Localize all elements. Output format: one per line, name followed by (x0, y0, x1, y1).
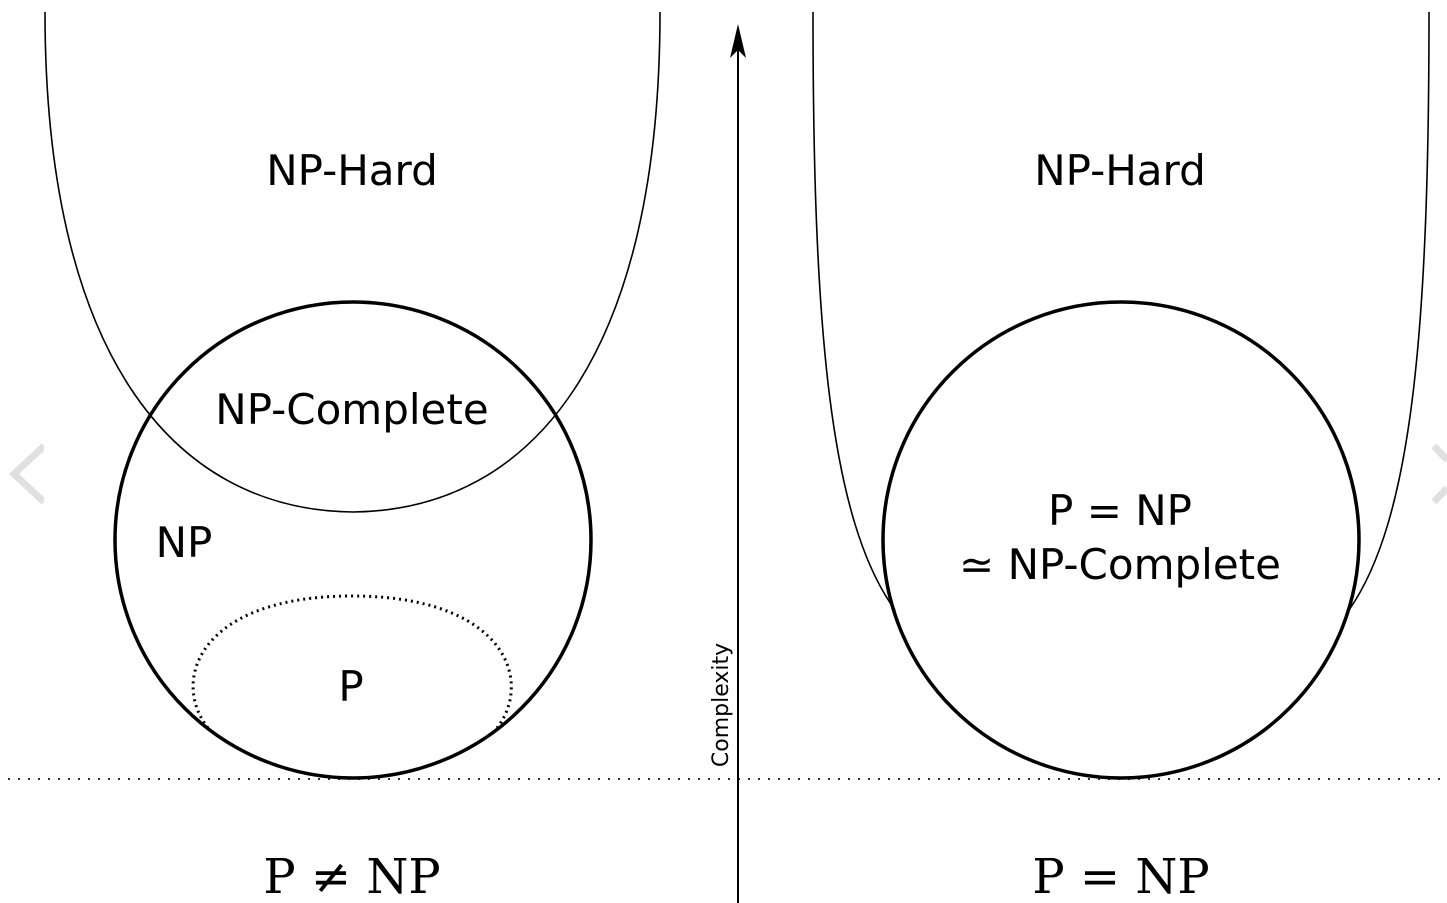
np-label: NP (156, 518, 213, 567)
right-panel: NP-Hard P = NP ≃ NP-Complete P = NP (812, 11, 1430, 903)
axis-arrowhead (730, 24, 746, 58)
p-np-circle (881, 300, 1361, 780)
np-hard-label-right: NP-Hard (1034, 146, 1206, 195)
complexity-axis: Complexity (709, 24, 746, 903)
np-hard-label-left: NP-Hard (266, 146, 438, 195)
np-complete-label: NP-Complete (215, 385, 488, 434)
caption-p-equals-np: P = NP (1032, 849, 1209, 903)
next-slide-button[interactable] (1430, 438, 1447, 510)
np-complete-equivalent-label: ≃ NP-Complete (959, 540, 1281, 589)
np-hard-curve-left (44, 11, 661, 513)
chevron-right-icon (1431, 443, 1447, 505)
caption-p-not-equal-np: P ≠ NP (263, 849, 440, 903)
np-hard-curve-right (812, 11, 896, 611)
previous-slide-button[interactable] (4, 438, 47, 510)
left-panel: NP-Hard NP-Complete NP P P ≠ NP (44, 11, 661, 903)
np-hard-curve-right-2 (1348, 11, 1430, 611)
np-circle (113, 300, 593, 780)
p-dotted-region (191, 594, 513, 729)
chevron-left-icon (8, 443, 47, 505)
axis-label: Complexity (709, 643, 734, 767)
p-equals-np-label: P = NP (1048, 486, 1192, 535)
p-label: P (338, 662, 363, 711)
